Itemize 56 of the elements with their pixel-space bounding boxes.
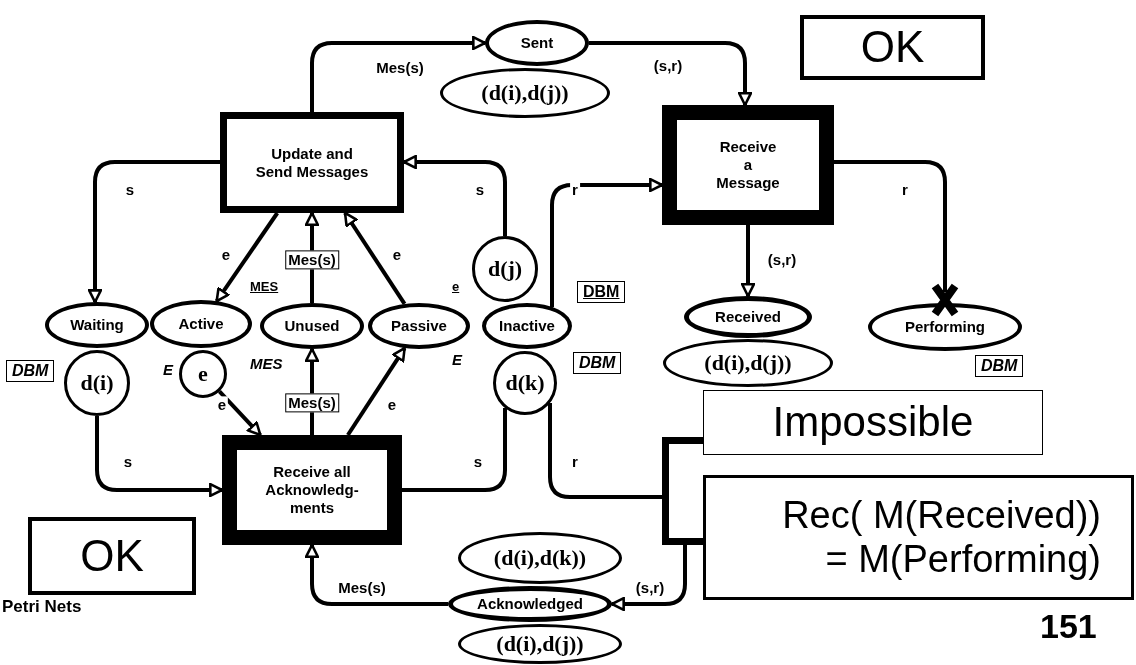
transition-box: Receive a Message: [662, 105, 834, 225]
arc-arrow: [346, 346, 407, 437]
edge-label: (s,r): [651, 57, 685, 75]
place-ellipse: Waiting: [45, 302, 149, 348]
inscription-label: DBM: [975, 355, 1024, 377]
token-ellipse: (d(i),d(j)): [458, 624, 622, 664]
edge-label: (s,r): [765, 251, 799, 269]
footer-text: Petri Nets: [2, 598, 82, 617]
token-circle: d(i): [64, 350, 130, 416]
arc-arrow: [550, 177, 664, 307]
place-ellipse: Performing: [868, 303, 1022, 351]
arc-arrow: [402, 154, 507, 236]
note-box: OK: [28, 517, 196, 595]
transition-box: Receive all Acknowledg- ments: [222, 435, 402, 545]
edge-label: Mes(s): [374, 59, 426, 77]
arc-arrow: [95, 416, 224, 498]
place-ellipse: Passive: [368, 303, 470, 349]
edge-label: Mes(s): [336, 579, 388, 597]
edge-label: Mes(s): [285, 250, 339, 270]
arc-arrow: [87, 160, 220, 304]
inscription-label: MES: [250, 356, 283, 373]
underlined-label: DBM: [577, 281, 626, 303]
place-ellipse: Active: [150, 300, 252, 348]
arc-arrow: [304, 543, 448, 606]
token-circle: e: [179, 350, 227, 398]
inscription-label: E: [163, 362, 173, 379]
arc-arrow: [740, 225, 756, 298]
place-ellipse: Unused: [260, 303, 364, 349]
inscription-label: DBM: [573, 352, 622, 374]
note-box: OK: [800, 15, 985, 80]
place-ellipse: Received: [684, 296, 812, 338]
underlined-label: e: [452, 280, 460, 295]
edge-label: (s,r): [633, 579, 667, 597]
arc-arrow: [343, 211, 407, 306]
inscription-label: DBM: [6, 360, 55, 382]
place-ellipse: Inactive: [482, 303, 572, 349]
place-ellipse: Sent: [485, 20, 589, 66]
place-ellipse: Acknowledged: [448, 586, 612, 622]
arc-arrow: [217, 390, 262, 437]
arc-arrow: [589, 41, 753, 107]
page-number: 151: [1040, 608, 1097, 646]
token-ellipse: (d(i),d(j)): [440, 68, 610, 118]
underlined-label: MES: [250, 280, 279, 295]
inscription-label: E: [452, 352, 462, 369]
token-ellipse: (d(i),d(j)): [663, 339, 833, 387]
arc-arrow: [310, 35, 487, 112]
token-circle: d(j): [472, 236, 538, 302]
token-circle: d(k): [493, 351, 557, 415]
transition-box: Update and Send Messages: [220, 112, 404, 213]
arc-arrow: [215, 211, 279, 303]
token-ellipse: (d(i),d(k)): [458, 532, 622, 584]
edge-label: Mes(s): [285, 393, 339, 413]
transition-box: [662, 437, 703, 545]
arc-arrow: [610, 545, 687, 612]
note-box: Impossible: [703, 390, 1043, 455]
note-box: Rec( M(Received)) = M(Performing): [703, 475, 1134, 600]
